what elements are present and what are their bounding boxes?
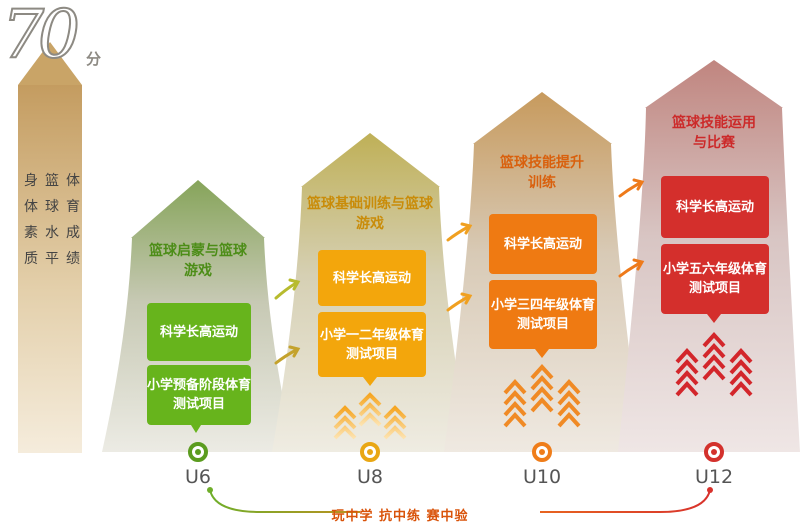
logo-unit: 分 — [86, 50, 102, 68]
stage-u12-title: 篮球技能运用与比赛 — [672, 115, 756, 151]
motto-text: 玩中学 抗中练 赛中验 — [331, 509, 469, 523]
axis-label-pe: 体育成绩 — [66, 173, 80, 267]
chevrons-u8 — [333, 392, 407, 440]
connector-arrows — [274, 178, 645, 365]
stage-u8-title: 篮球基础训练与篮球游戏 — [307, 196, 433, 232]
stage-u12-box-growth: 科学长高运动 — [661, 176, 769, 238]
age-label-u10: U10 — [522, 466, 562, 488]
age-label-u8: U8 — [357, 466, 383, 488]
tall-arrow-shaft — [18, 85, 82, 453]
pointer-u8 — [363, 377, 377, 386]
axis-label-physical: 身体素质 — [24, 173, 38, 267]
chevrons-u10 — [503, 364, 581, 428]
stage-u10-box-test: 小学三四年级体育测试项目 — [489, 280, 597, 349]
axis-label-basketball: 篮球水平 — [45, 173, 59, 267]
marker-u10 — [532, 442, 552, 462]
chevrons-u12 — [675, 332, 753, 397]
stage-u6-title: 篮球启蒙与篮球游戏 — [149, 243, 247, 279]
motto-dot-right — [707, 487, 713, 493]
logo-number: 70 — [1, 0, 81, 73]
motto-bracket — [209, 489, 711, 513]
age-label-u6: U6 — [185, 466, 211, 488]
marker-u8 — [360, 442, 380, 462]
stage-u8-box-growth: 科学长高运动 — [318, 250, 426, 306]
stage-u6-box-growth: 科学长高运动 — [147, 303, 251, 361]
stage-u6-box-test: 小学预备阶段体育测试项目 — [147, 365, 251, 425]
pointer-u12 — [707, 314, 721, 323]
marker-u6 — [188, 442, 208, 462]
motto-dot-left — [207, 487, 213, 493]
stage-u10-title: 篮球技能提升训练 — [500, 155, 584, 191]
pointer-u6 — [191, 425, 201, 433]
pointer-u10 — [535, 349, 549, 358]
age-label-u12: U12 — [694, 466, 734, 488]
tall-arrow — [18, 42, 82, 85]
stage-u8-box-test: 小学一二年级体育测试项目 — [318, 312, 426, 377]
marker-u12 — [704, 442, 724, 462]
stage-u10-box-growth: 科学长高运动 — [489, 214, 597, 274]
stage-u12-box-test: 小学五六年级体育测试项目 — [661, 244, 769, 314]
